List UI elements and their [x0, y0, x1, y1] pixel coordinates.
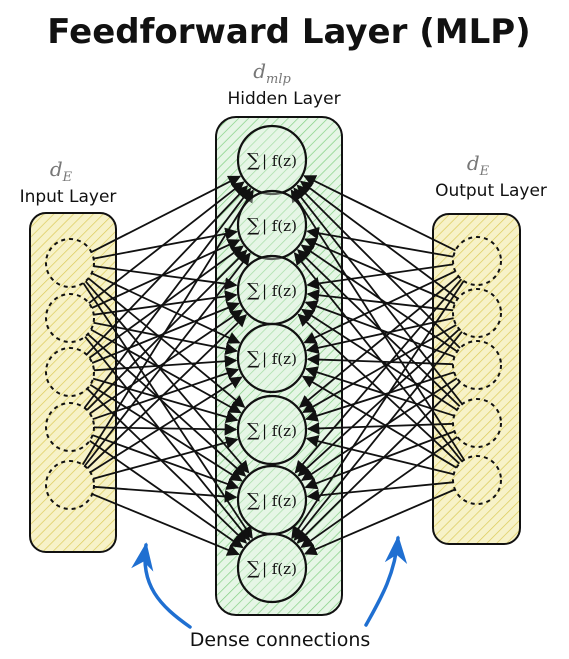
connection-arrow	[298, 275, 460, 408]
connection-arrow	[87, 333, 247, 477]
input-node	[45, 347, 95, 397]
connection-arrow	[293, 331, 463, 541]
output-nodes	[452, 236, 502, 505]
connection-arrow	[301, 375, 457, 469]
connection-arrow	[305, 371, 455, 422]
connection-arrow	[89, 384, 243, 482]
connection-arrow	[87, 277, 246, 408]
connection-arrow	[296, 184, 461, 349]
connection-arrow	[85, 185, 249, 356]
input-node	[45, 293, 95, 343]
dense-connections	[81, 175, 465, 556]
connection-arrow	[88, 181, 245, 304]
connection-arrow	[92, 434, 240, 490]
diagram-title: Feedforward Layer (MLP)	[47, 12, 530, 52]
connection-arrow	[303, 488, 456, 556]
annotation-arrow-right	[364, 535, 408, 627]
connection-arrow	[93, 423, 238, 436]
output-node	[452, 288, 502, 338]
connection-arrow	[88, 245, 244, 359]
output-dim-symbol: d	[467, 151, 480, 175]
connection-arrow	[305, 366, 455, 417]
svg-text:∑| f(z): ∑| f(z)	[247, 558, 297, 579]
connection-arrow	[81, 189, 254, 466]
output-layer-label: Output Layer	[435, 181, 547, 201]
connection-arrow	[297, 313, 461, 465]
hidden-node: ∑| f(z)	[236, 394, 308, 466]
connection-arrow	[92, 436, 239, 480]
connection-arrow	[303, 175, 456, 252]
input-dim-label: dE	[50, 157, 73, 185]
svg-text:∑| f(z): ∑| f(z)	[247, 150, 297, 171]
connection-arrow	[306, 481, 454, 502]
output-node	[452, 340, 502, 390]
hidden-node: ∑| f(z)	[236, 322, 308, 394]
connection-arrow	[91, 493, 240, 556]
input-node	[45, 460, 95, 510]
hidden-node: ∑| f(z)	[236, 189, 308, 261]
annotation-arrow-left	[131, 542, 192, 629]
output-dim-subscript: E	[479, 164, 490, 179]
connection-arrow	[306, 422, 454, 435]
hidden-nodes: ∑| f(z) ∑| f(z) ∑| f(z) ∑| f(z) ∑| f(z) …	[236, 124, 308, 604]
hidden-dim-label: dmlp	[253, 59, 291, 87]
connection-arrow	[294, 278, 463, 474]
input-node	[45, 238, 95, 288]
connection-arrow	[299, 180, 459, 300]
input-dim-subscript: E	[62, 170, 73, 185]
connection-arrow	[302, 324, 457, 413]
connection-arrow	[83, 252, 251, 467]
input-dim-symbol: d	[50, 157, 63, 181]
input-node	[45, 402, 95, 452]
connection-arrow	[293, 187, 463, 405]
hidden-dim-subscript: mlp	[266, 72, 291, 87]
svg-text:∑| f(z): ∑| f(z)	[247, 215, 297, 236]
connection-arrow	[306, 353, 454, 366]
svg-text:∑| f(z): ∑| f(z)	[247, 280, 297, 301]
hidden-node: ∑| f(z)	[236, 124, 308, 196]
output-dim-label: dE	[467, 151, 490, 179]
connection-arrow	[89, 439, 244, 549]
connection-arrow	[92, 377, 239, 424]
connection-arrow	[90, 175, 242, 253]
connection-arrow	[305, 435, 454, 476]
svg-text:∑| f(z): ∑| f(z)	[247, 348, 297, 369]
hidden-dim-symbol: d	[253, 59, 266, 83]
connection-arrow	[89, 376, 243, 473]
connection-arrow	[93, 227, 238, 260]
connection-arrow	[93, 265, 238, 290]
connection-arrow	[90, 328, 242, 414]
hidden-node: ∑| f(z)	[236, 532, 308, 604]
connection-arrow	[290, 189, 465, 461]
connection-arrow	[83, 187, 252, 409]
annotation-label: Dense connections	[190, 629, 371, 651]
connection-arrow	[86, 314, 248, 469]
connection-arrow	[297, 328, 460, 477]
output-node	[452, 398, 502, 448]
hidden-layer-label: Hidden Layer	[227, 89, 340, 109]
connection-arrow	[304, 430, 455, 490]
connection-arrow	[93, 354, 238, 372]
connection-arrow	[93, 485, 238, 503]
output-node	[452, 236, 502, 286]
output-layer-box	[432, 213, 521, 545]
connection-arrow	[300, 436, 458, 548]
connection-arrow	[306, 289, 454, 312]
svg-text:∑| f(z): ∑| f(z)	[247, 490, 297, 511]
input-layer-label: Input Layer	[20, 187, 117, 207]
connection-arrow	[293, 252, 463, 462]
connection-arrow	[301, 377, 458, 481]
output-node	[452, 455, 502, 505]
hidden-node: ∑| f(z)	[236, 254, 308, 326]
connection-arrow	[91, 272, 241, 344]
connection-arrow	[91, 301, 240, 364]
hidden-node: ∑| f(z)	[236, 464, 308, 536]
svg-text:∑| f(z): ∑| f(z)	[247, 420, 297, 441]
connection-arrow	[84, 280, 250, 474]
input-nodes	[45, 238, 95, 510]
connection-arrow	[303, 270, 456, 344]
connection-arrow	[93, 290, 238, 316]
